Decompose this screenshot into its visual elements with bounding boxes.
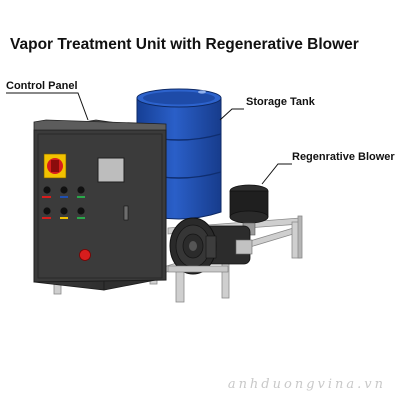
control-panel-enclosure (33, 119, 167, 291)
storage-tank-leader (219, 108, 244, 121)
storage-tank-label: Storage Tank (246, 96, 315, 108)
blower-leader (261, 163, 292, 185)
control-panel-leader (6, 92, 89, 121)
main-switch (43, 153, 67, 179)
regenerative-blower-label: Regenrative Blower (292, 151, 395, 163)
diagram-title: Vapor Treatment Unit with Regenerative B… (10, 36, 359, 53)
control-buttons (42, 186, 91, 261)
control-panel-label: Control Panel (6, 80, 78, 92)
watermark-text: anhduongvina.vn (227, 377, 386, 392)
regenerative-blower (167, 217, 253, 275)
